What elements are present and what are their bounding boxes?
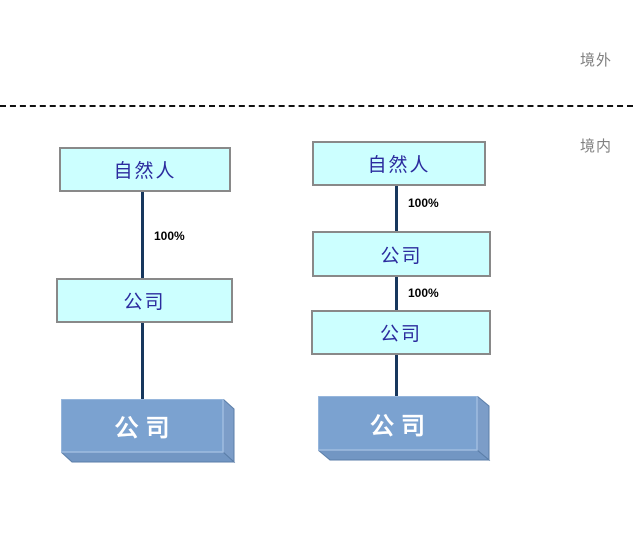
right-connector-1 [395, 186, 398, 231]
right-ownership-percent-2: 100% [408, 286, 439, 300]
cube-bottom-face [318, 449, 491, 461]
left-node-company-1: 公司 [56, 278, 233, 323]
right-node-company-1: 公司 [312, 231, 491, 277]
region-label-offshore: 境外 [580, 51, 613, 69]
cube-side-face [222, 399, 235, 464]
left-cube-company-label: 公司 [114, 413, 177, 442]
right-connector-2 [395, 277, 398, 310]
right-node-company-2: 公司 [311, 310, 491, 355]
left-connector-2 [141, 323, 144, 399]
cube-front-face [61, 399, 224, 453]
right-node-natural-person: 自然人 [312, 141, 486, 186]
left-connector-1 [141, 192, 144, 278]
cube-side-face [476, 396, 490, 462]
right-cube-company-label: 公司 [370, 410, 432, 440]
cube-bottom-face [61, 451, 236, 463]
right-company-cube [318, 396, 491, 462]
right-ownership-percent-1: 100% [408, 196, 439, 210]
left-company-cube [61, 399, 236, 464]
left-ownership-percent-1: 100% [154, 229, 185, 243]
region-label-onshore: 境内 [580, 137, 613, 155]
left-node-natural-person: 自然人 [59, 147, 231, 192]
cube-front-face [318, 396, 478, 451]
offshore-onshore-divider-line [0, 105, 633, 107]
right-connector-3 [395, 355, 398, 396]
